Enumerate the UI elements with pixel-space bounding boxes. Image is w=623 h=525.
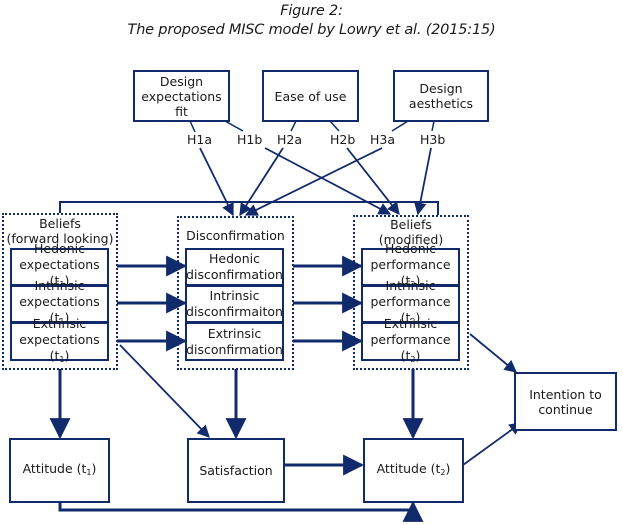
hypothesis-h1a: H1a	[186, 132, 214, 147]
box-attitude-t2: Attitude (t2)	[363, 438, 464, 503]
satisfaction-label: Satisfaction	[199, 463, 273, 478]
item-line1: Hedonic	[209, 251, 260, 266]
group-beliefs-modified	[353, 215, 469, 370]
group-disconfirmation-title: Disconfirmation	[186, 228, 285, 243]
item-line1: Intrinsic	[209, 288, 260, 303]
attitude-t2-label: Attitude (t2)	[376, 461, 451, 477]
item-line2: performance (t2)	[370, 294, 451, 326]
item-line1: Hedonic	[34, 241, 85, 256]
link-da-h3a	[391, 120, 409, 132]
hypothesis-h1b: H1b	[236, 132, 264, 147]
item-line2: expectations (t1)	[19, 257, 100, 289]
arrow-attitude1-attitude2	[58, 500, 424, 522]
item-line2: disconfirmation	[186, 267, 283, 282]
item-line2: performance (t2)	[370, 257, 451, 289]
group-beliefs-forward	[2, 213, 118, 370]
box-intention-to-continue: Intention to continue	[514, 372, 617, 431]
arrow-h3a	[244, 147, 383, 216]
arrow-h2b	[346, 147, 400, 215]
hypothesis-h2b: H2b	[329, 132, 357, 147]
box-ease-of-use: Ease of use	[262, 70, 359, 122]
arrow-h3b	[414, 147, 432, 216]
item-line1: Hedonic	[385, 241, 436, 256]
arrow-beliefs-satisfaction	[119, 344, 210, 438]
group-beliefs-modified-title: Beliefs (modified)	[378, 217, 444, 247]
item-line1: Extrinsic	[207, 325, 262, 341]
item-line2: expectations (t1)	[19, 331, 100, 364]
arrow-h1b	[264, 147, 392, 215]
box-satisfaction: Satisfaction	[187, 438, 285, 503]
link-da-h3b	[431, 120, 435, 132]
arrow-h2a	[239, 147, 284, 217]
link-def-h1a	[189, 120, 196, 133]
arrow-h1a	[199, 147, 234, 217]
figure-caption: The proposed MISC model by Lowry et al. …	[127, 22, 496, 38]
item-line1: Extrinsic	[383, 315, 438, 331]
item-line2: disconfirmation	[186, 341, 283, 357]
arrow-attitude2-intention	[462, 422, 523, 466]
item-line1: Extrinsic	[32, 315, 87, 331]
item-hedonic-disconfirmation: Hedonic disconfirmation	[185, 248, 284, 286]
attitude-t1-label: Attitude (t1)	[22, 461, 97, 477]
box-design-expectations-fit: Design expectations fit	[133, 70, 230, 122]
figure-label: Figure 2:	[280, 3, 343, 19]
item-extrinsic-disconfirmation: Extrinsic disconfirmation	[185, 322, 284, 361]
item-extrinsic-expectations: Extrinsic expectations (t1)	[10, 316, 109, 364]
group-beliefs-forward-title: Beliefs (forward looking)	[6, 216, 114, 246]
box-attitude-t1: Attitude (t1)	[9, 438, 110, 503]
hypothesis-h3a: H3a	[369, 132, 397, 147]
link-eou-h2b	[329, 120, 340, 132]
item-intrinsic-expectations: Intrinsic expectations (t1)	[10, 278, 109, 326]
hypothesis-h2a: H2a	[276, 132, 304, 147]
hypothesis-h3b: H3b	[419, 132, 447, 147]
item-line1: Intrinsic	[385, 278, 436, 293]
item-extrinsic-performance: Extrinsic performance (t2)	[361, 316, 460, 364]
arrow-perf-intention	[469, 333, 517, 373]
item-intrinsic-disconfirmation: Intrinsic disconfirmaiton	[185, 285, 284, 323]
link-def-h1b	[224, 120, 244, 132]
box-design-aesthetics: Design aesthetics	[393, 70, 489, 122]
item-hedonic-expectations: Hedonic expectations (t1)	[10, 241, 109, 289]
item-line2: expectations (t1)	[19, 294, 100, 326]
item-line2: performance (t2)	[370, 331, 451, 364]
group-disconfirmation	[177, 216, 294, 370]
link-eou-h2a	[290, 120, 297, 132]
item-line1: Intrinsic	[34, 278, 85, 293]
item-line2: disconfirmaiton	[186, 304, 283, 319]
